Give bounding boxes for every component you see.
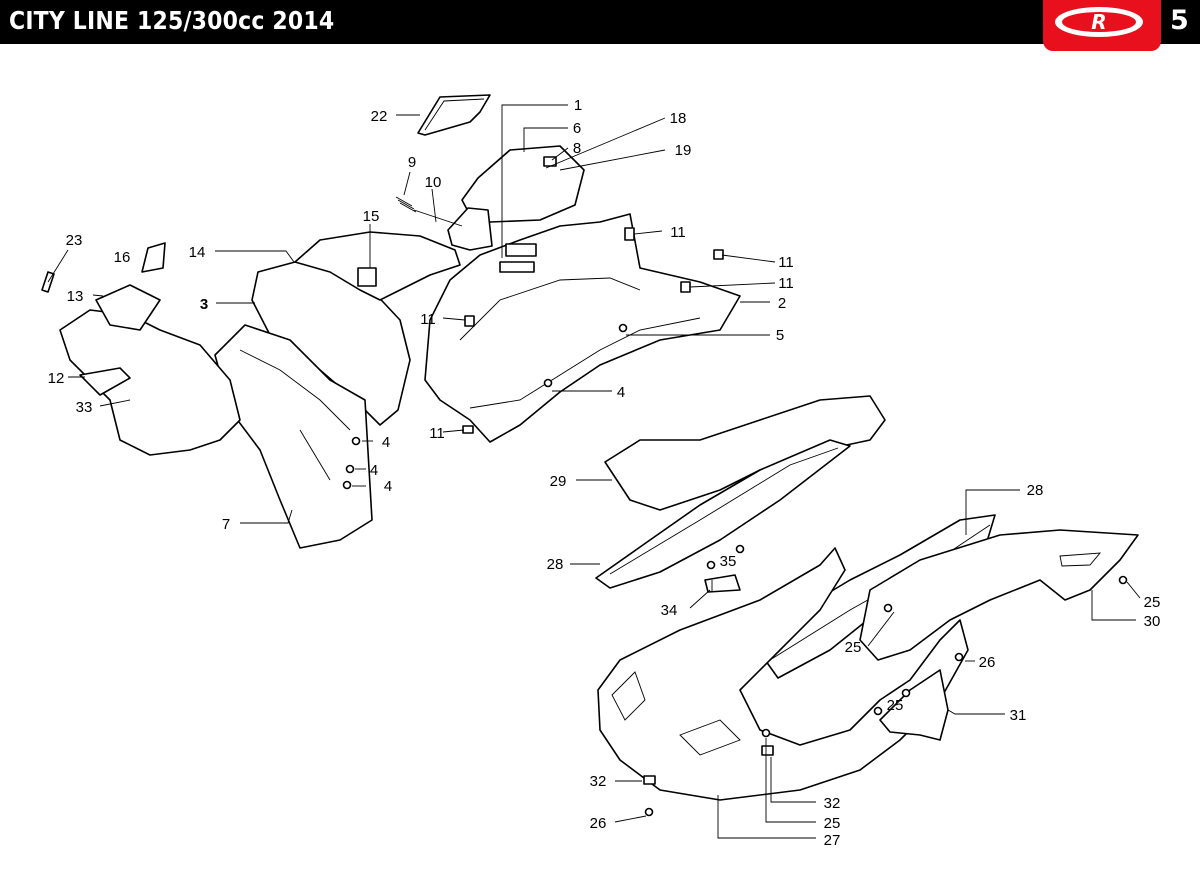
clip-32b (761, 745, 774, 756)
callout-3: 3 (200, 296, 208, 313)
screw-25d (761, 728, 771, 738)
callout-25-a: 25 (1144, 594, 1161, 611)
callout-15: 15 (363, 208, 380, 225)
screw-26b (644, 807, 654, 817)
callout-7: 7 (222, 516, 230, 533)
screw-25c (873, 688, 911, 716)
part-34-bracket (704, 574, 741, 593)
callout-32-b: 32 (824, 795, 841, 812)
callout-11-a: 11 (670, 224, 686, 241)
clip-11d (464, 315, 475, 327)
callout-27: 27 (824, 832, 841, 849)
callout-6: 6 (573, 120, 581, 137)
callout-32-a: 32 (590, 773, 607, 790)
brand-logo: R (1043, 0, 1161, 51)
screw-4c (342, 480, 352, 490)
callout-30: 30 (1144, 613, 1161, 630)
callout-25-b: 25 (845, 639, 862, 656)
callout-11-e: 11 (429, 425, 445, 442)
callout-18: 18 (670, 110, 687, 127)
callout-19: 19 (675, 142, 692, 159)
callout-22: 22 (371, 108, 388, 125)
callout-25-d: 25 (824, 815, 841, 832)
page-number: 5 (1170, 5, 1189, 36)
logo-letter: R (1091, 10, 1106, 34)
callout-11-c: 11 (778, 275, 794, 292)
callout-29: 29 (550, 473, 567, 490)
callout-23: 23 (66, 232, 83, 249)
part-31-bracket (879, 669, 949, 741)
part-30-side-panel (859, 529, 1139, 661)
screw-4d (543, 378, 553, 388)
callout-4-a: 4 (382, 434, 390, 451)
clip-11a (624, 227, 635, 241)
screw-26a (954, 652, 964, 662)
callout-26-b: 26 (590, 815, 607, 832)
callout-5: 5 (776, 327, 784, 344)
part-7-side-shield (214, 324, 373, 549)
clip-32a (643, 775, 656, 785)
page-title: CITY LINE 125/300cc 2014 (9, 6, 335, 35)
screw-5 (618, 323, 628, 333)
brand-logo-icon: R (1055, 7, 1143, 37)
screw-35 (706, 544, 745, 570)
clip-11e (462, 425, 474, 434)
callout-4-b: 4 (370, 462, 378, 479)
callout-28-a: 28 (547, 556, 564, 573)
callout-34: 34 (661, 602, 678, 619)
screw-4b (345, 464, 355, 474)
callout-4-c: 4 (384, 478, 392, 495)
callout-13: 13 (67, 288, 84, 305)
part-22-strip (417, 94, 491, 136)
callout-1: 1 (574, 97, 582, 114)
callout-35: 35 (720, 553, 737, 570)
callout-28-b: 28 (1027, 482, 1044, 499)
screw-25a (1118, 575, 1128, 585)
header-bar: CITY LINE 125/300cc 2014 (0, 0, 1200, 44)
callout-11-b: 11 (778, 254, 794, 271)
callout-33: 33 (76, 399, 93, 416)
part-29-tunnel (604, 395, 886, 511)
callout-16: 16 (114, 249, 131, 266)
callout-8: 8 (573, 140, 581, 157)
callout-4-d: 4 (617, 384, 625, 401)
callout-26-a: 26 (979, 654, 996, 671)
clip-11c (680, 281, 691, 293)
callout-9: 9 (408, 154, 416, 171)
callout-25-c: 25 (887, 697, 904, 714)
clip-11b (713, 249, 724, 260)
screw-4a (351, 436, 361, 446)
callout-2: 2 (778, 295, 786, 312)
callout-12: 12 (48, 370, 65, 387)
part-28-mat-left (595, 439, 851, 589)
callout-11-d: 11 (420, 311, 436, 328)
callout-14: 14 (189, 244, 206, 261)
callout-10: 10 (425, 174, 442, 191)
screw-25b (883, 603, 893, 613)
callout-31: 31 (1010, 707, 1027, 724)
part-27-belly-pan (597, 547, 969, 801)
